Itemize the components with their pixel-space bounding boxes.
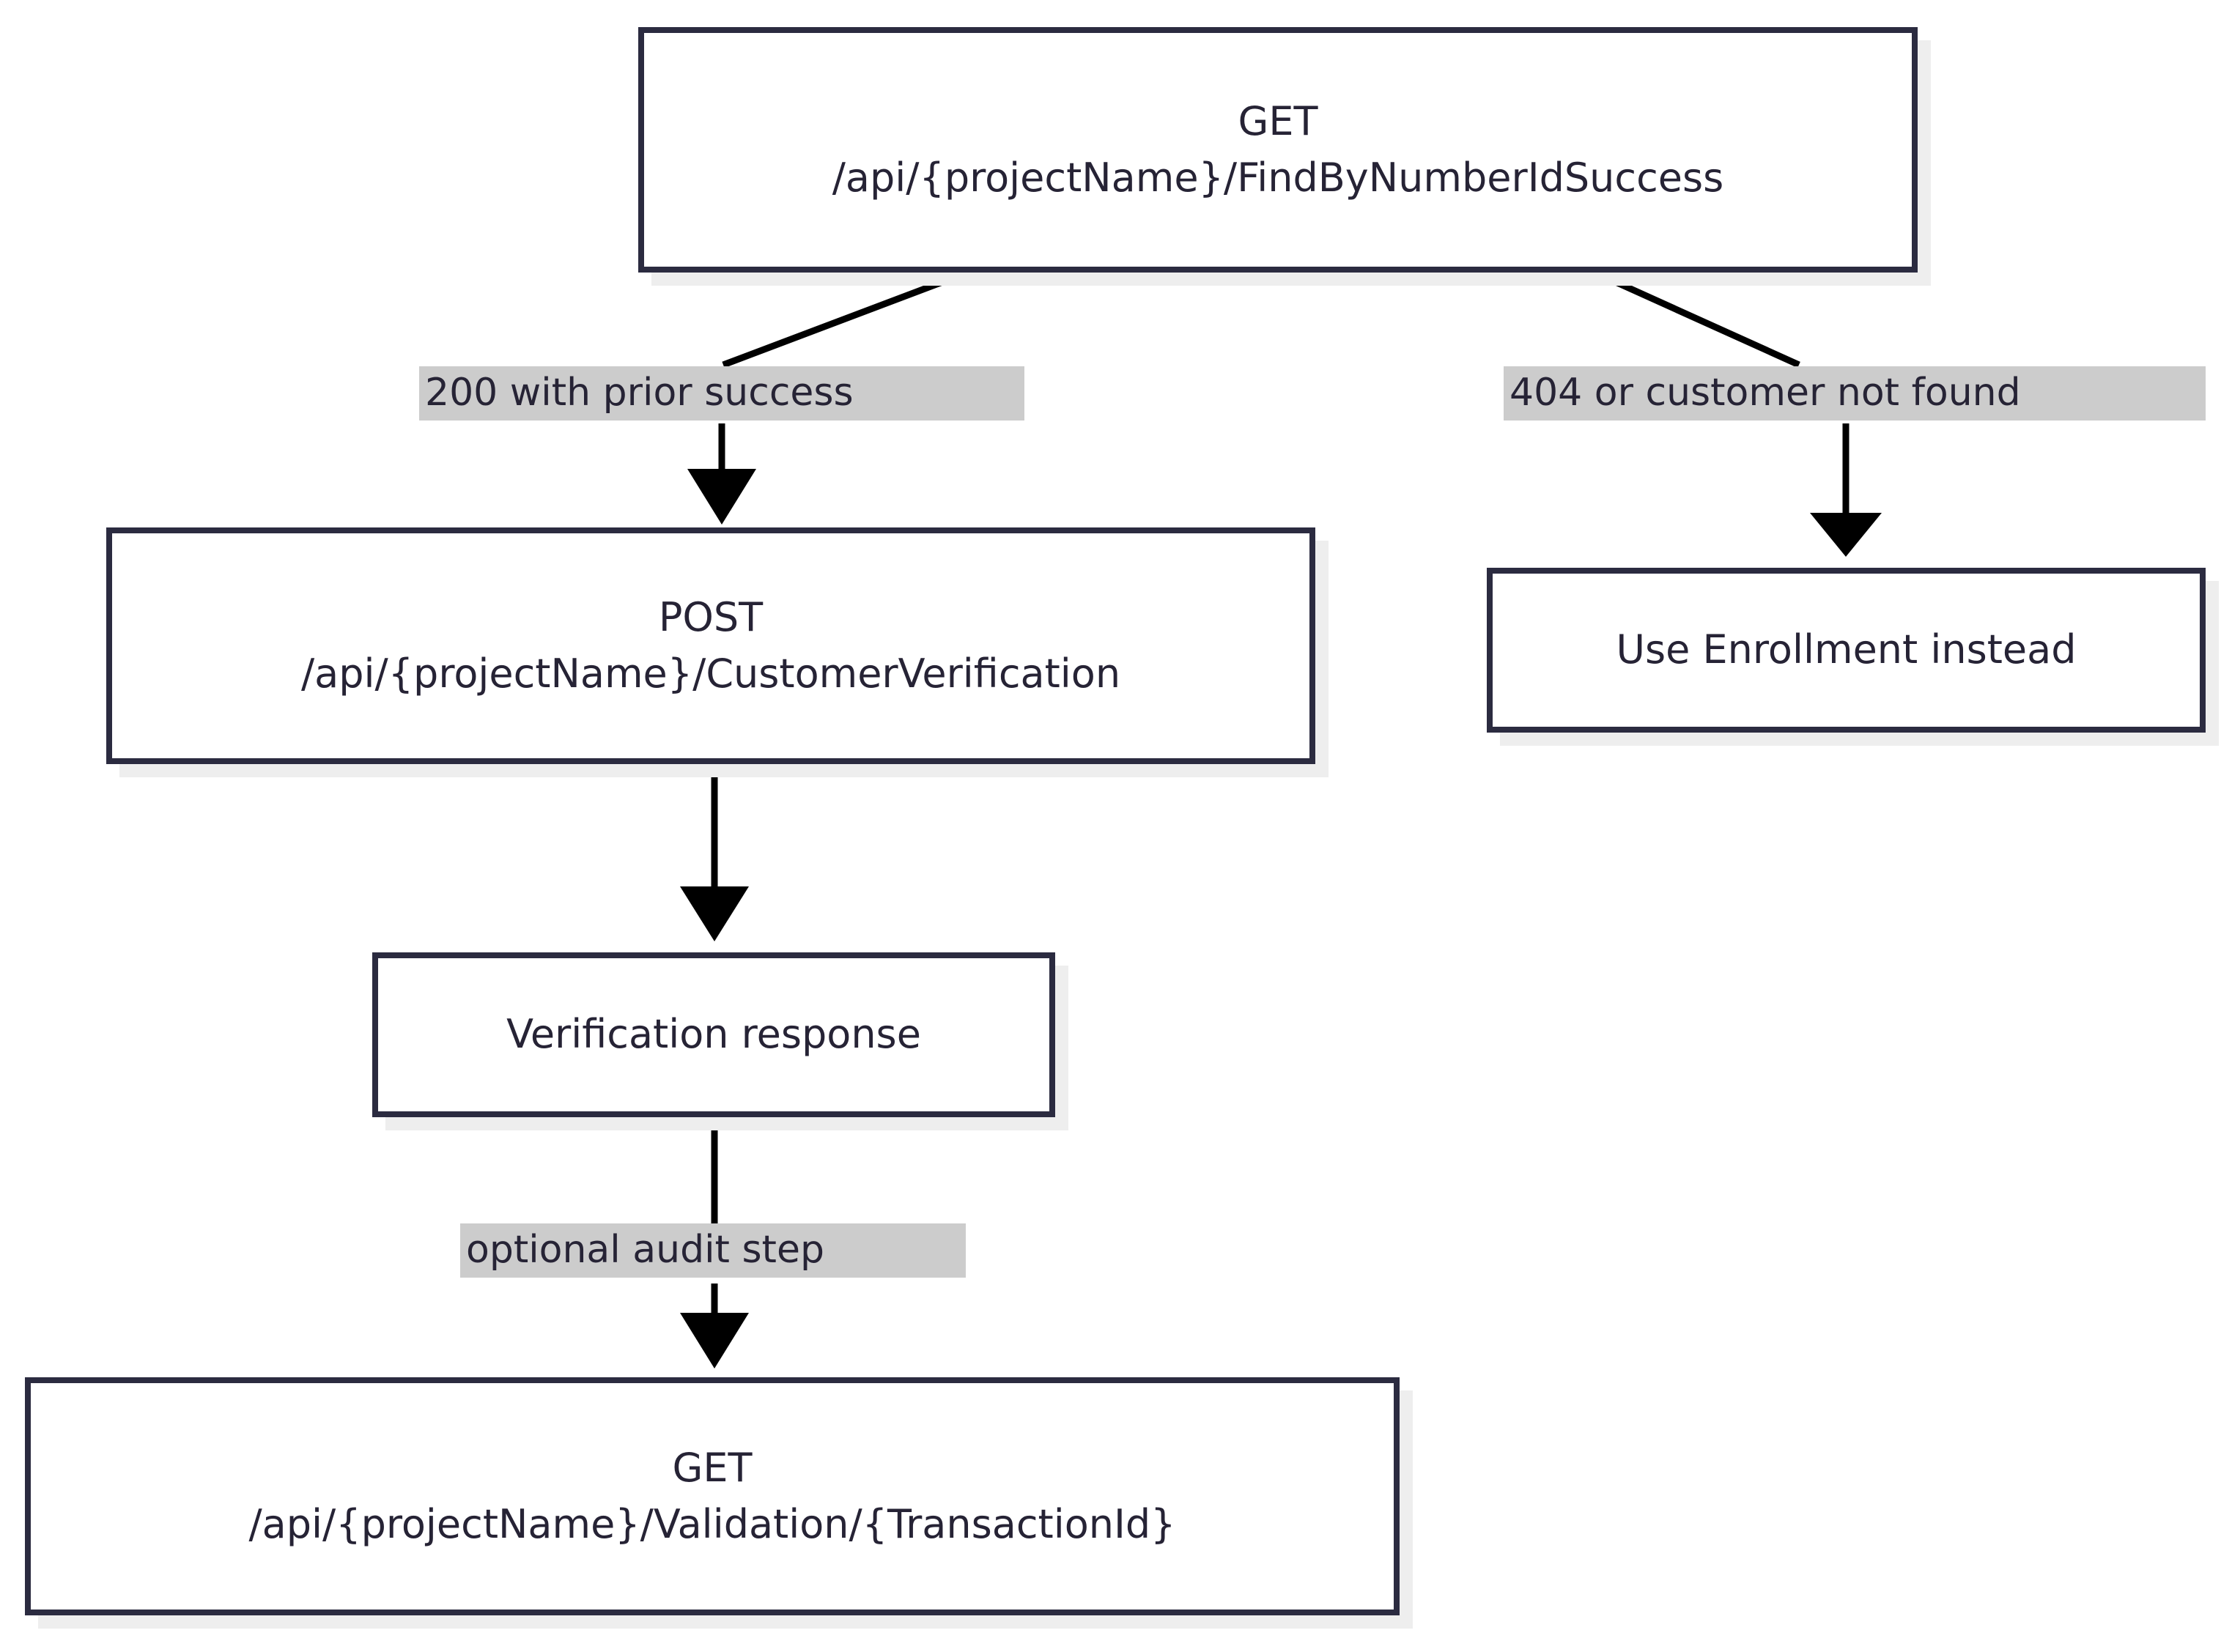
- verification-response-node[interactable]: Verification response: [372, 952, 1055, 1117]
- edge-line-find-to-verification: [722, 272, 961, 368]
- node-line: /api/{projectName}/CustomerVerification: [300, 650, 1121, 697]
- node-line: /api/{projectName}/Validation/{Transacti…: [248, 1500, 1176, 1547]
- node-line: GET: [1238, 97, 1318, 144]
- get-find-by-number-id-success-node[interactable]: GET /api/{projectName}/FindByNumberIdSuc…: [638, 27, 1918, 273]
- edge-label-404-or-customer-not-found: 404 or customer not found: [1504, 366, 2206, 421]
- edge-label-200-with-prior-success: 200 with prior success: [419, 366, 1024, 421]
- get-validation-transaction-id-node[interactable]: GET /api/{projectName}/Validation/{Trans…: [25, 1377, 1400, 1615]
- node-line: POST: [658, 593, 764, 640]
- node-line: /api/{projectName}/FindByNumberIdSuccess: [832, 154, 1724, 201]
- edge-line-find-to-enrollment: [1600, 272, 1800, 368]
- arrow-head-to-post: [687, 469, 756, 525]
- node-line: Verification response: [506, 1011, 921, 1058]
- arrow-head-to-response: [680, 886, 749, 941]
- use-enrollment-instead-node[interactable]: Use Enrollment instead: [1487, 568, 2206, 733]
- arrow-head-to-validation: [680, 1313, 749, 1368]
- node-line: Use Enrollment instead: [1616, 626, 2077, 673]
- edge-label-optional-audit-step: optional audit step: [460, 1223, 966, 1278]
- arrow-head-to-enrollment: [1810, 513, 1882, 557]
- post-customer-verification-node[interactable]: POST /api/{projectName}/CustomerVerifica…: [106, 527, 1315, 764]
- node-line: GET: [672, 1444, 753, 1491]
